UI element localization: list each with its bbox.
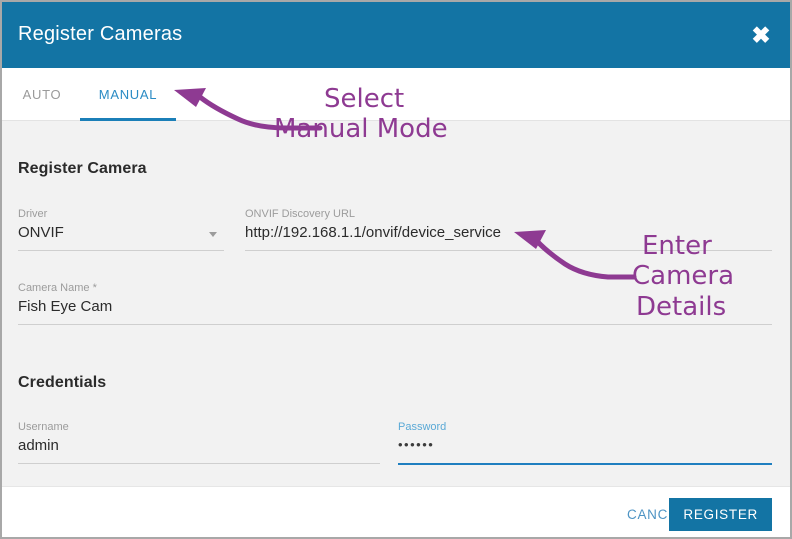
driver-label: Driver (18, 208, 48, 220)
onvif-url-label: ONVIF Discovery URL (245, 208, 356, 220)
close-icon[interactable]: ✖ (751, 21, 771, 48)
username-underline (18, 463, 380, 464)
dialog-header: Register Cameras ✖ (2, 2, 790, 68)
section-heading-credentials: Credentials (18, 374, 107, 391)
tab-auto[interactable]: AUTO (22, 87, 62, 102)
password-value: •••••• (398, 437, 435, 452)
dialog-body: Register Camera Driver ONVIF ONVIF Disco… (2, 121, 790, 486)
dialog-footer: CANCEL REGISTER (2, 486, 790, 537)
password-label: Password (398, 421, 447, 433)
driver-value: ONVIF (18, 224, 64, 241)
register-button[interactable]: REGISTER (669, 498, 772, 531)
username-label: Username (18, 421, 69, 433)
onvif-url-underline (245, 250, 772, 251)
camera-name-underline (18, 324, 772, 325)
tab-manual[interactable]: MANUAL (80, 68, 176, 121)
camera-name-value: Fish Eye Cam (18, 298, 113, 315)
tab-bar: AUTO MANUAL (2, 68, 790, 121)
onvif-url-value: http://192.168.1.1/onvif/device_service (245, 224, 501, 241)
chevron-down-icon[interactable] (209, 232, 217, 237)
username-value: admin (18, 437, 59, 454)
page-title: Register Cameras (18, 23, 183, 45)
password-underline (398, 463, 772, 465)
section-heading-register: Register Camera (18, 160, 147, 177)
camera-name-label: Camera Name * (18, 282, 97, 294)
driver-underline (18, 250, 224, 251)
